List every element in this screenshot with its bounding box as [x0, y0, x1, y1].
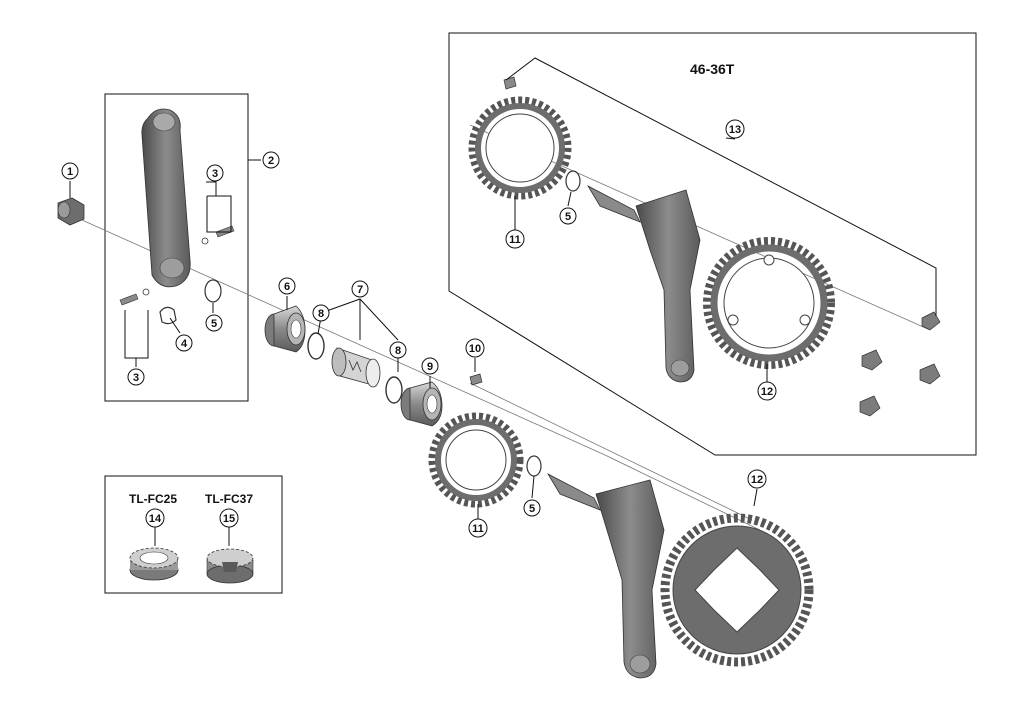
callout-10: 10	[465, 338, 485, 358]
inner-cover	[331, 347, 381, 388]
left-crank-frame	[104, 93, 249, 402]
safety-plate	[159, 306, 177, 325]
upgrade-kit-title: 46-36T	[690, 61, 735, 77]
chainring-large-upper	[703, 237, 835, 369]
svg-text:12: 12	[751, 474, 763, 486]
svg-text:8: 8	[395, 345, 401, 357]
svg-text:4: 4	[181, 338, 188, 350]
tool-tl-fc25	[129, 547, 179, 581]
chainring-small-upper	[468, 96, 572, 200]
callout-1: 1	[61, 162, 79, 180]
svg-text:11: 11	[472, 523, 484, 535]
left-crank-arm	[141, 108, 191, 288]
svg-text:2: 2	[268, 155, 274, 167]
svg-text:5: 5	[211, 318, 217, 330]
upgrade-kit-frame	[448, 32, 977, 456]
o-rings	[204, 170, 581, 477]
chainring-small-lower	[428, 412, 524, 508]
callout-4: 4	[175, 334, 193, 352]
svg-text:1: 1	[67, 166, 73, 178]
callout-5-left: 5	[205, 314, 223, 332]
tool-name-2: TL-FC37	[205, 492, 253, 506]
callout-12-lower: 12	[747, 469, 767, 489]
callout-3-lower: 3	[127, 368, 145, 386]
svg-text:7: 7	[357, 284, 363, 296]
svg-text:11: 11	[509, 234, 521, 246]
callout-5-upper: 5	[559, 207, 577, 225]
chainring-bolt-nuts	[503, 76, 941, 417]
right-crank-arm-upper	[586, 184, 701, 383]
svg-text:3: 3	[212, 168, 218, 180]
svg-text:5: 5	[529, 503, 535, 515]
chainring-large-lower	[660, 513, 814, 667]
tool-tl-fc37	[206, 548, 254, 584]
callout-13: 13	[725, 119, 745, 139]
callout-9: 9	[421, 357, 439, 375]
svg-text:12: 12	[761, 386, 773, 398]
tool-frame	[104, 475, 283, 594]
callout-12-upper: 12	[757, 381, 777, 401]
svg-text:5: 5	[565, 211, 571, 223]
callout-15: 15	[219, 508, 239, 528]
right-adapter	[400, 381, 443, 427]
svg-text:15: 15	[223, 513, 235, 525]
svg-text:13: 13	[729, 124, 741, 136]
left-adapter	[264, 305, 306, 353]
callout-5-lower: 5	[523, 499, 541, 517]
callout-7: 7	[351, 280, 369, 298]
chainring-bolt	[469, 373, 483, 386]
callout-6: 6	[278, 277, 296, 295]
svg-text:3: 3	[133, 372, 139, 384]
callout-11-upper: 11	[505, 229, 525, 249]
callout-11-lower: 11	[468, 518, 488, 538]
leader-lines	[69, 57, 937, 546]
svg-text:9: 9	[427, 361, 433, 373]
callout-2: 2	[262, 151, 280, 169]
spacers	[307, 332, 403, 404]
callout-8-right: 8	[389, 341, 407, 359]
svg-text:10: 10	[469, 343, 481, 355]
svg-text:14: 14	[149, 513, 162, 525]
crank-fixing-bolt	[57, 197, 85, 226]
callout-3-upper: 3	[206, 164, 224, 182]
tool-name-1: TL-FC25	[129, 492, 177, 506]
callout-14: 14	[145, 508, 165, 528]
svg-text:6: 6	[284, 281, 290, 293]
right-crank-arm-lower	[546, 472, 665, 679]
callout-8-left: 8	[312, 304, 330, 322]
svg-text:8: 8	[318, 308, 324, 320]
